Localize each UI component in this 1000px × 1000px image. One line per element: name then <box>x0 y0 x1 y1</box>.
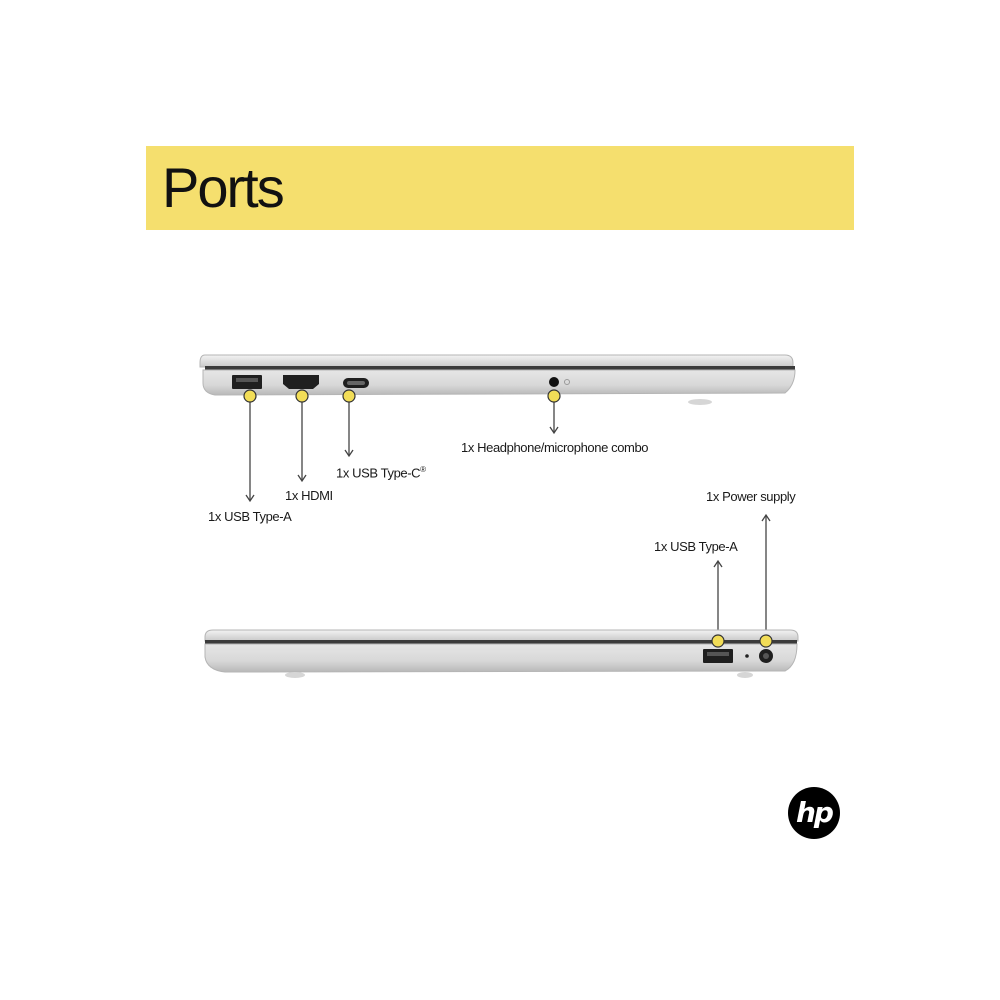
label-text: 1x USB Type-A <box>654 539 738 554</box>
callout-dot-headphone <box>547 389 561 403</box>
label-text: 1x USB Type-A <box>208 509 292 524</box>
usb-c-port-icon <box>343 378 369 388</box>
hdmi-port-icon <box>283 375 319 389</box>
title-banner: Ports <box>146 146 854 230</box>
label-usb-a-right: 1x USB Type-A <box>654 539 738 554</box>
label-text: 1x Power supply <box>706 489 796 504</box>
label-hdmi: 1x HDMI <box>285 488 333 503</box>
headphone-jack-icon <box>549 377 570 387</box>
callout-dot-usb-a <box>243 389 257 403</box>
label-text: 1x HDMI <box>285 488 333 503</box>
label-usb-c: 1x USB Type-C® <box>336 465 426 480</box>
label-usb-a-left: 1x USB Type-A <box>208 509 292 524</box>
label-headphone: 1x Headphone/microphone combo <box>461 440 649 455</box>
label-power: 1x Power supply <box>706 489 796 504</box>
callout-dot-power <box>759 634 773 648</box>
callout-dot-usb-a-right <box>711 634 725 648</box>
usb-a-port-icon <box>703 649 733 663</box>
hp-logo-icon: hp <box>788 787 840 839</box>
usb-a-port-icon <box>232 375 262 389</box>
label-text: 1x USB Type-C <box>336 465 421 481</box>
hp-logo-text: hp <box>796 796 834 829</box>
registered-mark: ® <box>420 465 426 474</box>
power-port-icon <box>745 649 773 663</box>
page-title: Ports <box>162 156 285 219</box>
laptop-left-side-view <box>199 354 796 405</box>
label-text: 1x Headphone/microphone combo <box>461 440 649 455</box>
callout-dot-usb-c <box>342 389 356 403</box>
callout-dot-hdmi <box>295 389 309 403</box>
laptop-right-side-view <box>204 629 799 678</box>
